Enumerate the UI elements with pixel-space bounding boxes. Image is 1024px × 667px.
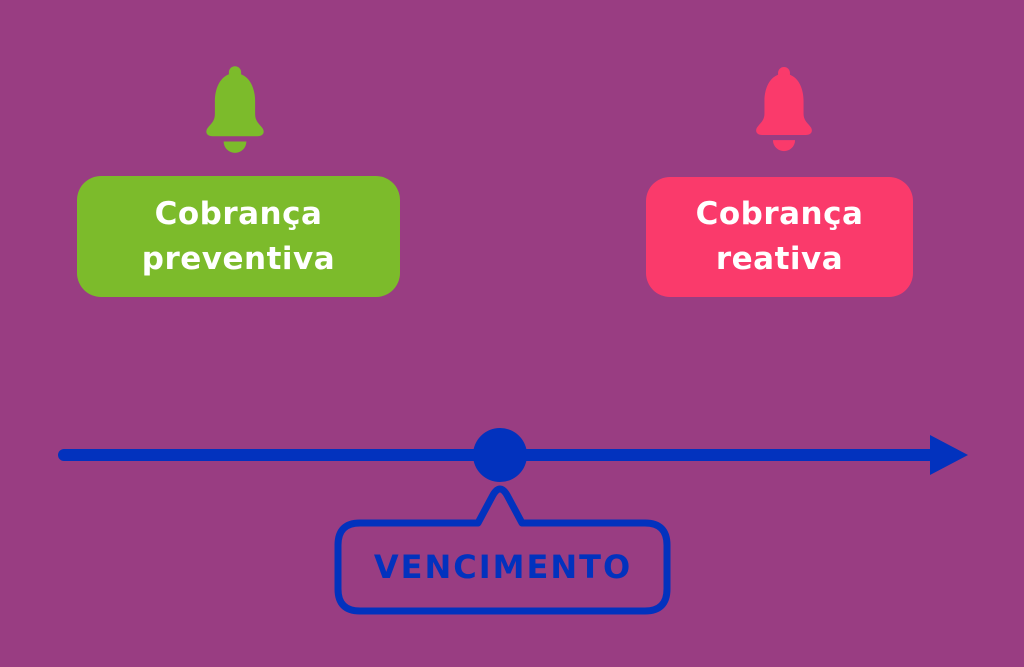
label-line: Cobrança [695,196,864,232]
label-line: Cobrança [154,195,323,232]
label-line: reativa [715,241,844,277]
bell-icon [206,66,264,153]
due-date-callout-bubble [334,485,671,615]
bell-icon [756,67,812,152]
timeline-arrowhead-icon [930,435,968,475]
label-line: preventiva [141,240,336,277]
preventive-collection-label: Cobrança preventiva [77,176,400,297]
due-date-marker-dot [473,428,527,482]
reactive-collection-label: Cobrança reativa [646,177,913,297]
due-date-callout-label: VENCIMENTO [373,548,633,586]
